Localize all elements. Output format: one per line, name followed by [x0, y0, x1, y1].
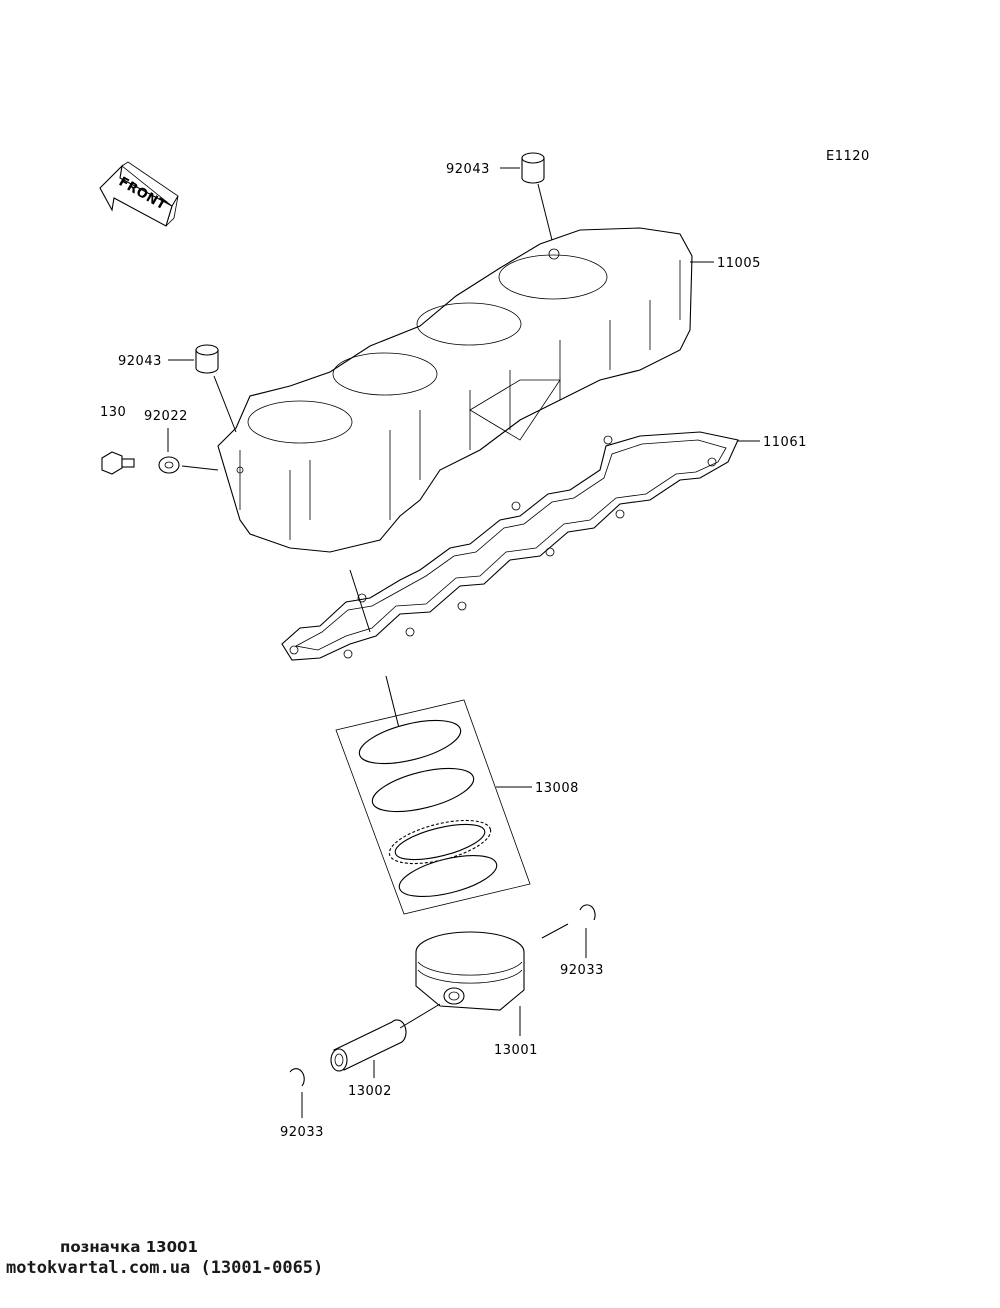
part-label-11005: 11005	[717, 256, 761, 271]
washer	[158, 456, 180, 474]
part-label-13008: 13008	[535, 781, 579, 796]
part-label-130: 130	[100, 405, 126, 420]
footer-source: motokvartal.com.ua (13001-0065)	[6, 1258, 324, 1278]
circlip-right	[579, 904, 596, 921]
part-label-92033-left: 92033	[280, 1125, 324, 1140]
part-label-13001: 13001	[494, 1043, 538, 1058]
cylinder-block	[217, 227, 693, 553]
part-label-92033-right: 92033	[560, 963, 604, 978]
circlip-left	[289, 1068, 305, 1087]
dowel-pin-left	[195, 344, 219, 374]
part-label-11061: 11061	[763, 435, 807, 450]
part-label-92043-top: 92043	[446, 162, 490, 177]
flange-bolt	[101, 451, 135, 475]
front-arrow-icon: FRONT	[99, 161, 179, 227]
piston-pin	[330, 1019, 407, 1072]
part-label-13002: 13002	[348, 1084, 392, 1099]
footer-caption: позначка 13001	[60, 1238, 198, 1256]
part-label-92022: 92022	[144, 409, 188, 424]
piston	[415, 931, 525, 1011]
cylinder-gasket	[281, 431, 739, 661]
dowel-pin-top	[521, 152, 545, 184]
part-label-92043-left: 92043	[118, 354, 162, 369]
piston-ring-set	[335, 699, 531, 915]
diagram-code: E1120	[826, 149, 870, 164]
